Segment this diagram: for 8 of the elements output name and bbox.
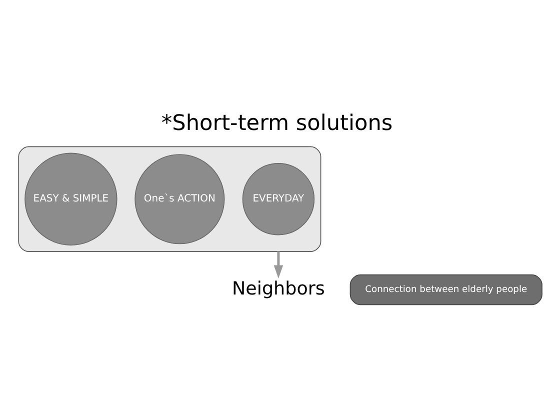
cluster	[18, 146, 322, 252]
node-circle: One`s ACTION	[134, 154, 225, 244]
arrow	[274, 252, 284, 279]
node-box: Connection between elderly people	[350, 274, 542, 306]
node-circle: EVERYDAY	[242, 163, 315, 236]
diagram-title: *Short-term solutions	[161, 110, 393, 136]
node-circle: EASY & SIMPLE	[24, 152, 118, 246]
node-text: Neighbors	[232, 278, 325, 300]
